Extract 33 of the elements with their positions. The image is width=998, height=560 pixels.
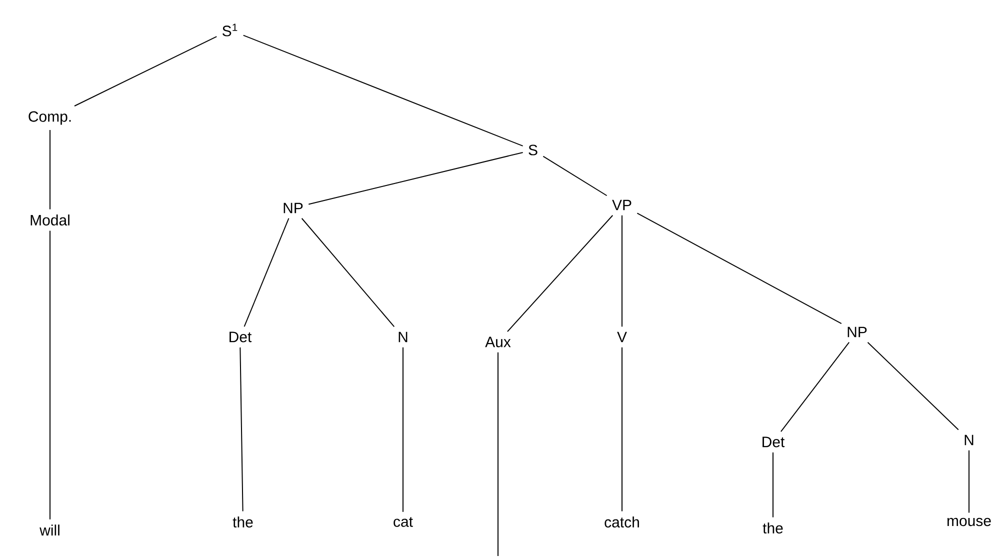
tree-branch bbox=[506, 214, 614, 332]
tree-label: NP bbox=[848, 326, 867, 338]
tree-label: Comp. bbox=[28, 111, 71, 125]
tree-label: NP bbox=[284, 202, 303, 214]
tree-branch bbox=[780, 342, 850, 432]
tree-branch bbox=[308, 152, 524, 205]
tree-label: S bbox=[528, 144, 538, 156]
tree-label: will bbox=[40, 524, 60, 536]
tree-branch bbox=[240, 346, 244, 512]
tree-branch bbox=[867, 342, 959, 430]
tree-branch bbox=[301, 218, 395, 328]
tree-label: Modal bbox=[30, 214, 70, 226]
tree-branch bbox=[636, 212, 842, 324]
tree-label: S$^{1}$ bbox=[222, 24, 238, 36]
tree-branch bbox=[244, 218, 290, 328]
tree-label: V bbox=[617, 332, 627, 342]
tree-label: mouse bbox=[948, 518, 991, 526]
tree-branch bbox=[542, 156, 608, 196]
tree-label: cat bbox=[394, 517, 413, 527]
tree-branch bbox=[74, 36, 218, 106]
tree-branch bbox=[242, 34, 524, 146]
tree-branch bbox=[968, 450, 970, 514]
tree-label: catch bbox=[604, 516, 639, 528]
tree-label: N bbox=[398, 332, 408, 342]
tree-branch bbox=[772, 452, 774, 518]
tree-branch bbox=[402, 346, 404, 512]
tree-label: Det bbox=[762, 436, 785, 448]
tree-label: N bbox=[964, 434, 974, 446]
tree-label: Det bbox=[230, 332, 252, 342]
tree-label: Aux bbox=[485, 336, 511, 348]
tree-label: the bbox=[232, 516, 253, 528]
tree-label: the bbox=[762, 522, 783, 534]
tree-label: VP bbox=[612, 200, 632, 210]
